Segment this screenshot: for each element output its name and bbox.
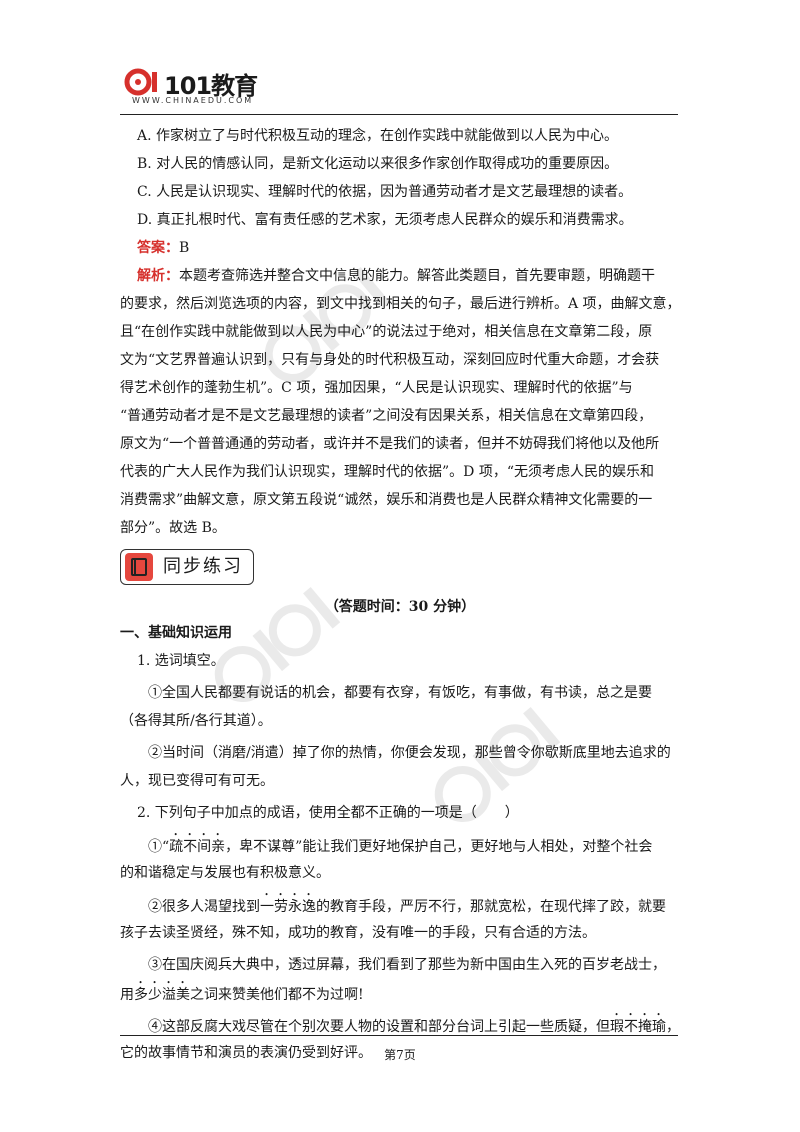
- q2-s3-pre: 用: [120, 987, 134, 1003]
- logo-text: 101教育: [164, 72, 258, 100]
- section-header: 同步练习: [120, 549, 254, 585]
- q2-sentence2-cont: 孩子去读圣贤经，殊不知，成功的教育，没有唯一的手段，只有合适的方法。: [120, 925, 596, 941]
- section-title: 同步练习: [163, 556, 243, 577]
- q2-s4-post: ，: [666, 1019, 680, 1035]
- option-b: B. 对人民的情感认同，是新文化运动以来很多作家创作取得成功的重要原因。: [137, 156, 619, 172]
- option-a: A. 作家树立了与时代积极互动的理念，在创作实践中就能做到以人民为中心。: [137, 128, 619, 144]
- option-d: D. 真正扎根时代、富有责任感的艺术家，无须考虑人民群众的娱乐和消费需求。: [137, 212, 633, 228]
- q2-sentence4-cont: 它的故事情节和演员的表演仍受到好评。: [120, 1045, 372, 1061]
- analysis-line: 部分”。故选 B。: [120, 520, 226, 536]
- analysis-line: 的要求，然后浏览选项的内容，到文中找到相关的句子，最后进行辨析。A 项，曲解文意…: [120, 296, 681, 312]
- answer-line: 答案：B: [120, 234, 680, 262]
- analysis-first-line: 解析：本题考查筛选并整合文中信息的能力。解答此类题目，首先要审题，明确题干: [120, 262, 680, 290]
- q2-s1-idiom: 疏不间亲: [169, 839, 226, 855]
- logo-mark-icon: [124, 68, 157, 96]
- analysis-line: 文为“文艺界普遍认识到，只有与身处的时代积极互动，深刻回应时代重大命题，才会获: [120, 352, 660, 368]
- questions: 1. 选词填空。 ①全国人民都要有说话的机会，都要有衣穿，有饭吃，有事做，有书读…: [120, 647, 680, 1067]
- q1-item1: ①全国人民都要有说话的机会，都要有衣穿，有饭吃，有事做，有书读，总之是要: [148, 685, 652, 701]
- q2-sentence4: ④这部反腐大戏尽管在个别次要人物的设置和部分台词上引起一些质疑，但瑕不掩瑜，: [120, 1011, 680, 1039]
- q2-s1-post: ，卑不谋尊”能让我们更好地保护自己，更好地与人相处，对整个社会: [225, 839, 653, 855]
- q2-sentence3: ③在国庆阅兵大典中，透过屏幕，我们看到了那些为新中国由生入死的百岁老战士，: [148, 957, 666, 973]
- q2-sentence1: ①“疏不间亲，卑不谋尊”能让我们更好地保护自己，更好地与人相处，对整个社会: [120, 831, 680, 859]
- q2-s2-pre: ②很多人渴望找到: [148, 899, 260, 915]
- analysis-line: 原文为“一个普普通通的劳动者，或许并不是我们的读者，但并不妨碍我们将他以及他所: [120, 436, 660, 452]
- q2-sentence2: ②很多人渴望找到一劳永逸的教育手段，严厉不行，那就宽松，在现代摔了跤，就要: [120, 891, 680, 919]
- q2-stem: 2. 下列句子中加点的成语，使用全都不正确的一项是（ ）: [137, 805, 519, 821]
- answer-time: （答题时间：30 分钟）: [324, 599, 476, 615]
- logo-url: WWW.CHINAEDU.COM: [132, 96, 254, 105]
- brand-logo[interactable]: 101教育 WWW.CHINAEDU.COM: [124, 66, 284, 110]
- analysis-text: 本题考查筛选并整合文中信息的能力。解答此类题目，首先要审题，明确题干: [179, 268, 655, 284]
- analysis-line: “普通劳动者才是不是文艺最理想的读者”之间没有因果关系，相关信息在文章第四段，: [120, 408, 653, 424]
- q1-item2: ②当时间（消磨/消遣）掉了你的热情，你便会发现，那些曾令你歇斯底里地去追求的: [148, 745, 671, 761]
- analysis-label: 解析：: [137, 268, 179, 284]
- q2-sentence3-cont: 用多少溢美之词来赞美他们都不为过啊!: [120, 979, 680, 1007]
- analysis-line: 且“在创作实践中就能做到以人民为中心”的说法过于绝对，相关信息在文章第二段，原: [120, 324, 653, 340]
- q1-item2-cont: 人，现已变得可有可无。: [120, 773, 274, 789]
- footer-divider: [120, 1035, 678, 1036]
- analysis-line: 得艺术创作的蓬勃生机”。C 项，强加因果，“人民是认识现实、理解时代的依据”与: [120, 380, 633, 396]
- q2-s2-post: 的教育手段，严厉不行，那就宽松，在现代摔了跤，就要: [316, 899, 666, 915]
- q2-s3-post: 之词来赞美他们都不为过啊!: [190, 987, 364, 1003]
- q2-s1-pre: ①“: [148, 839, 170, 855]
- answer-label: 答案：: [137, 240, 179, 256]
- page-number: 第7页: [384, 1048, 416, 1062]
- q1-stem: 1. 选词填空。: [137, 653, 225, 669]
- q2-s2-idiom: 一劳永逸: [260, 899, 316, 915]
- option-c: C. 人民是认识现实、理解时代的依据，因为普通劳动者才是文艺最理想的读者。: [137, 184, 633, 200]
- q2-s4-pre: ④这部反腐大戏尽管在个别次要人物的设置和部分台词上引起一些质疑，但: [148, 1019, 610, 1035]
- part-title: 一、基础知识运用: [120, 625, 232, 641]
- options-list: A. 作家树立了与时代积极互动的理念，在创作实践中就能做到以人民为中心。 B. …: [120, 122, 681, 542]
- q2-s3-idiom: 多少溢美: [134, 987, 190, 1003]
- header-divider: [120, 114, 678, 115]
- answer-value: B: [179, 240, 190, 256]
- q2-s4-idiom: 瑕不掩瑜: [610, 1019, 666, 1035]
- q2-sentence1-cont: 的和谐稳定与发展也有积极意义。: [120, 865, 330, 881]
- analysis-line: 代表的广大人民作为我们认识现实，理解时代的依据”。D 项，“无须考虑人民的娱乐和: [120, 464, 654, 480]
- q1-item1-cont: （各得其所/各行其道）。: [120, 713, 272, 729]
- book-icon: [125, 553, 153, 581]
- analysis-line: 消费需求”曲解文意，原文第五段说“诚然，娱乐和消费也是人民群众精神文化需要的一: [120, 492, 653, 508]
